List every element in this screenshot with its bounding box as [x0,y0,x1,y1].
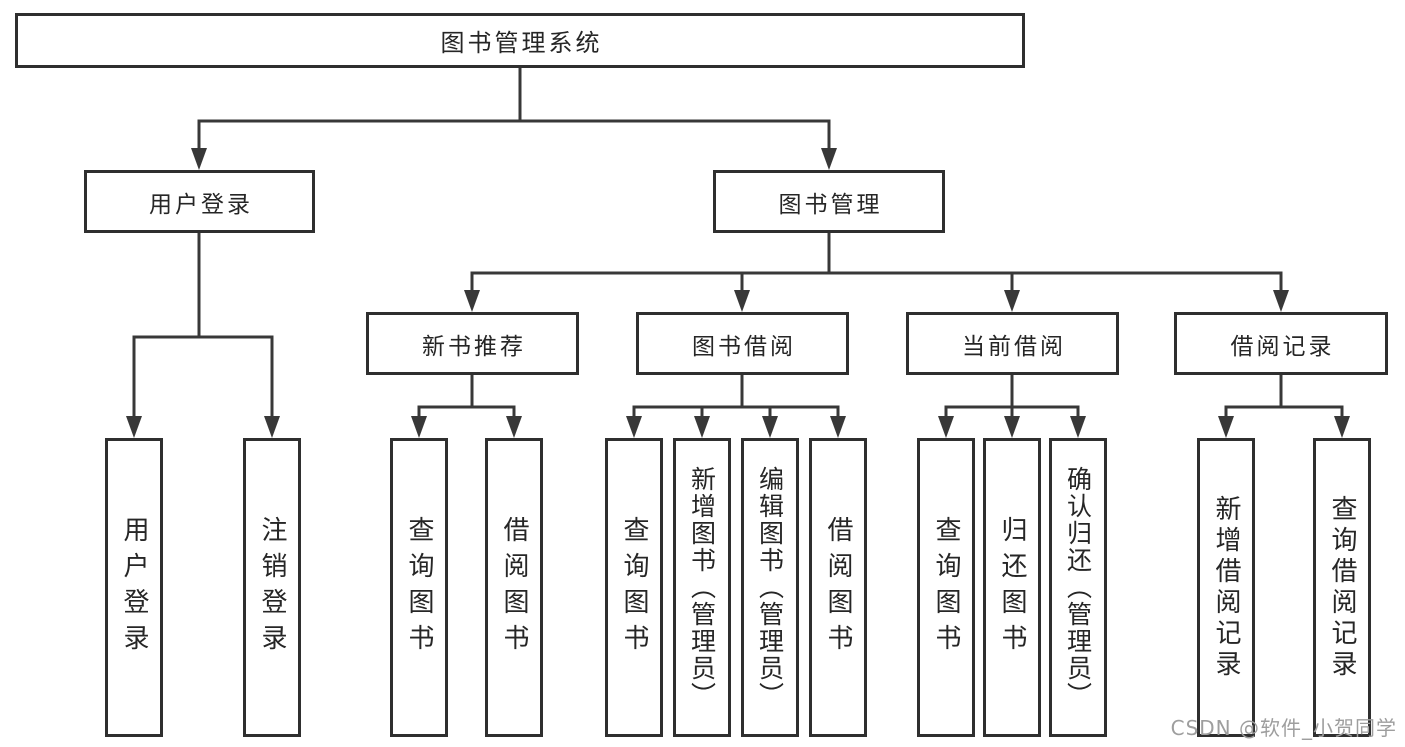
node-current-borrow: 当前借阅 [906,312,1119,375]
arrowhead [1273,290,1289,312]
arrowhead [821,148,837,170]
connector-book-borrow-to-leaves [632,373,840,422]
leaf-query-books-recommend: 查询图书 [390,438,448,737]
arrowhead [264,416,280,438]
csdn-watermark: CSDN @软件_小贺同学 [1170,716,1397,740]
leaf-logout: 注销登录 [243,438,301,737]
arrowhead [1004,290,1020,312]
connector-user-login-to-leaves [132,231,274,422]
arrowhead [1334,416,1350,438]
connector-borrow-records-to-leaves [1224,373,1344,422]
leaf-query-books-current: 查询图书 [917,438,975,737]
arrowhead [464,290,480,312]
arrowhead [938,416,954,438]
node-library-management-system: 图书管理系统 [15,13,1025,68]
arrowhead [694,416,710,438]
connector-book-management-to-level3 [470,231,1283,296]
leaf-borrow-books: 借阅图书 [809,438,867,737]
arrowhead-group [126,148,1350,438]
arrowhead [1218,416,1234,438]
leaf-user-login: 用户登录 [105,438,163,737]
leaf-add-books-admin: 新增图书（管理员） [673,438,731,737]
leaf-edit-books-admin: 编辑图书（管理员） [741,438,799,737]
arrowhead [506,416,522,438]
leaf-confirm-return-admin: 确认归还（管理员） [1049,438,1107,737]
node-user-login: 用户登录 [84,170,315,233]
arrowhead [830,416,846,438]
leaf-return-books: 归还图书 [983,438,1041,737]
connector-current-borrow-to-leaves [944,373,1080,422]
leaf-borrow-books-recommend: 借阅图书 [485,438,543,737]
arrowhead [762,416,778,438]
arrowhead [411,416,427,438]
arrowhead [626,416,642,438]
connector-root-to-level2 [197,66,831,154]
node-book-management: 图书管理 [713,170,945,233]
node-new-book-recommend: 新书推荐 [366,312,579,375]
arrowhead [734,290,750,312]
arrowhead [126,416,142,438]
leaf-query-borrow-record: 查询借阅记录 [1313,438,1371,737]
leaf-query-books-borrow: 查询图书 [605,438,663,737]
arrowhead [1070,416,1086,438]
leaf-add-borrow-record: 新增借阅记录 [1197,438,1255,737]
arrowhead [191,148,207,170]
connector-lines [132,66,1344,422]
arrowhead [1004,416,1020,438]
connector-new-book-recommend-to-leaves [417,373,516,422]
node-book-borrow: 图书借阅 [636,312,849,375]
node-borrow-records: 借阅记录 [1174,312,1388,375]
